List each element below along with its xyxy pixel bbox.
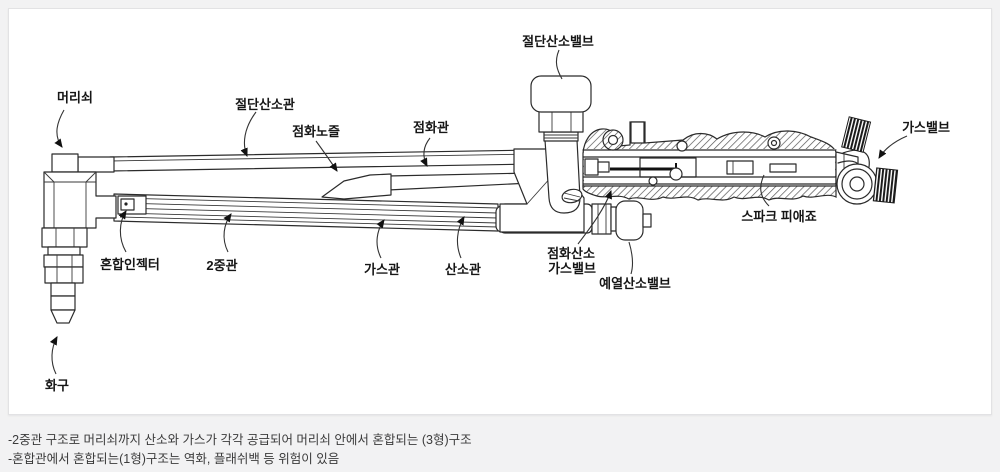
leader-cutting-oxygen-pipe xyxy=(240,111,257,158)
leader-preheat-oxygen-valve xyxy=(628,241,634,275)
label-double-pipe: 2중관 xyxy=(206,258,237,273)
handle-body xyxy=(582,121,837,201)
leader-tip xyxy=(49,336,58,375)
head-part xyxy=(43,153,117,229)
leader-ignition-pipe xyxy=(420,137,431,167)
label-mixing-injector: 혼합인젝터 xyxy=(100,257,160,272)
leader-gas-valve xyxy=(878,135,908,159)
label-gas-pipe: 가스관 xyxy=(364,262,400,277)
cutting-oxygen-valve-knob xyxy=(530,75,592,214)
ignition-nozzle-part xyxy=(321,173,392,200)
label-ignition-oxygen-valve-line2: 가스밸브 xyxy=(548,261,596,276)
note-line-1: -2중관 구조로 머리쇠까지 산소와 가스가 각각 공급되어 머리쇠 안에서 혼… xyxy=(8,433,472,447)
label-ignition-nozzle: 점화노즐 xyxy=(292,124,340,139)
gas-valve-knurl-top xyxy=(841,116,872,153)
label-tip: 화구 xyxy=(45,378,69,393)
label-ignition-oxygen-valve-line1: 점화산소 xyxy=(547,246,595,261)
leader-ignition-nozzle xyxy=(315,140,338,172)
leader-head xyxy=(54,109,65,148)
label-oxygen-pipe: 산소관 xyxy=(445,262,481,277)
diagram-labels: 머리쇠 절단산소관 점화노즐 점화관 절단산소밸브 가스밸브 스파크 피애죠 혼… xyxy=(45,34,950,393)
cutting-oxygen-pipe-part xyxy=(109,149,537,172)
mixing-injector-part xyxy=(117,195,147,215)
spark-lighter-mechanism xyxy=(584,157,797,186)
leader-double-pipe xyxy=(223,213,232,253)
leader-oxygen-pipe xyxy=(456,216,465,259)
double-pipe-part xyxy=(113,193,499,232)
leader-mixing-injector xyxy=(118,210,127,253)
leader-lines xyxy=(49,49,908,375)
gas-valve-knurl-right xyxy=(872,167,899,204)
label-ignition-pipe: 점화관 xyxy=(413,120,449,135)
tip-part xyxy=(50,309,76,324)
leader-ignition-oxygen-valve xyxy=(577,189,612,245)
preheat-valve-knob xyxy=(615,200,644,241)
notes-section: -2중관 구조로 머리쇠까지 산소와 가스가 각각 공급되어 머리쇠 안에서 혼… xyxy=(8,431,988,469)
label-cutting-oxygen-pipe: 절단산소관 xyxy=(235,97,295,112)
note-line-2: -혼합관에서 혼합되는(1형)구조는 역화, 플래쉬백 등 위험이 있음 xyxy=(8,452,340,466)
label-head: 머리쇠 xyxy=(57,90,93,105)
label-preheat-oxygen-valve: 예열산소밸브 xyxy=(599,276,671,291)
label-gas-valve: 가스밸브 xyxy=(902,120,950,135)
gas-valve-assembly xyxy=(835,116,899,205)
ignition-pipe-part xyxy=(387,172,532,191)
leader-gas-pipe xyxy=(376,219,385,259)
leader-cutting-oxygen-valve xyxy=(555,49,563,80)
leader-spark-lighter xyxy=(760,174,770,207)
label-spark-lighter: 스파크 피애죠 xyxy=(741,209,816,224)
label-cutting-oxygen-valve: 절단산소밸브 xyxy=(522,34,594,49)
head-nozzle-stack xyxy=(41,227,88,324)
